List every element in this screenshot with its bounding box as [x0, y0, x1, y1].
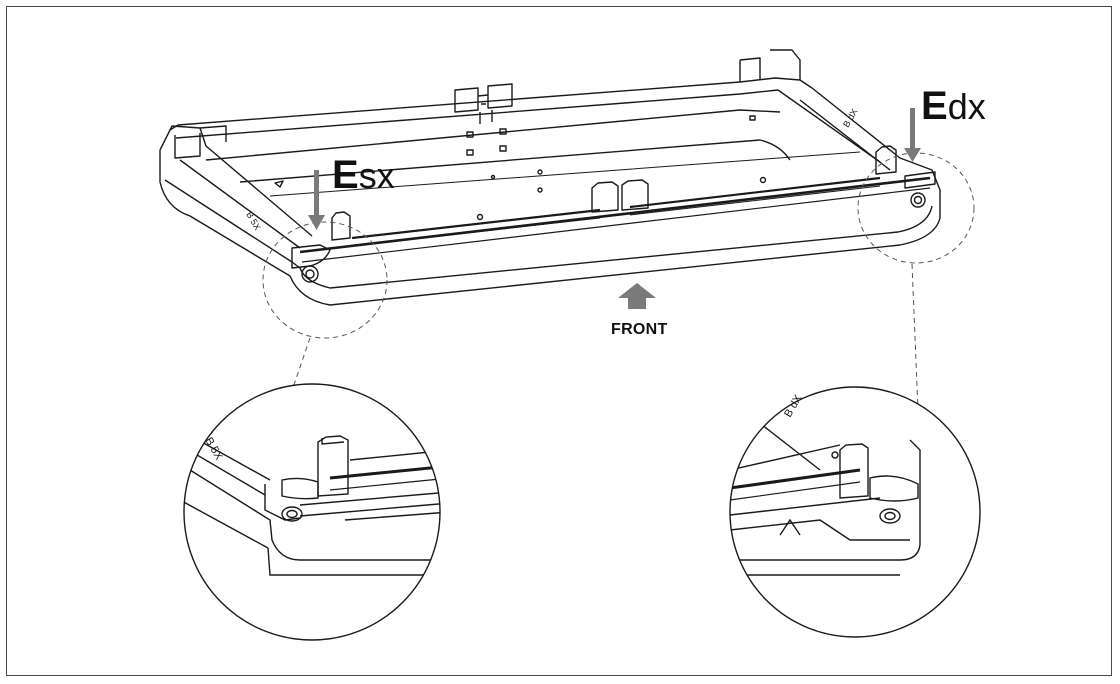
detail-view-right: B dX	[729, 386, 981, 638]
label-front: FRONT	[611, 321, 668, 338]
label-edx-main: E	[921, 84, 948, 128]
svg-text:B dX: B dX	[841, 107, 859, 129]
label-edx: Edx	[921, 86, 986, 126]
detail-view-left: B 5X	[183, 383, 441, 641]
label-esx: Esx	[332, 155, 395, 195]
svg-text:B 5X: B 5X	[244, 210, 262, 232]
callout-circle-left	[262, 221, 388, 339]
arrow-esx	[308, 170, 325, 230]
tray-drawing: B 5X B dX	[159, 49, 941, 306]
leader-line-left	[286, 337, 311, 406]
diagram-frame	[6, 6, 1112, 676]
label-edx-sub: dx	[947, 86, 986, 127]
label-esx-sub: sx	[358, 155, 395, 196]
arrow-edx	[904, 108, 921, 162]
arrow-front	[618, 283, 656, 309]
leader-line-right	[911, 263, 919, 411]
label-esx-main: E	[332, 153, 359, 197]
